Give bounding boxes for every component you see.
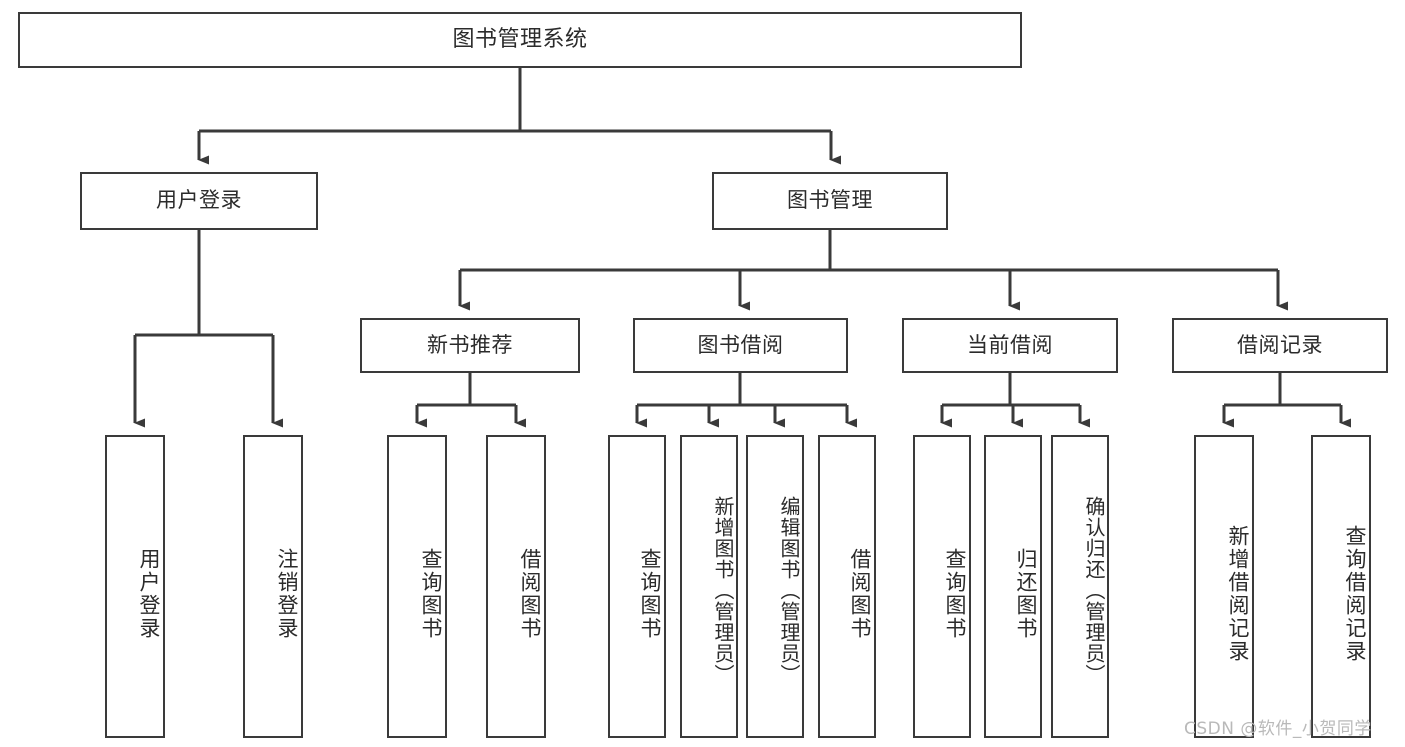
node-leaf-edit-book[interactable]: 编辑图书（管理员） — [746, 435, 804, 738]
node-leaf-query-borrow-record[interactable]: 查询借阅记录 — [1311, 435, 1371, 738]
node-leaf-user-login[interactable]: 用户登录 — [105, 435, 165, 738]
node-book-borrow[interactable]: 图书借阅 — [633, 318, 848, 373]
node-leaf-confirm-return[interactable]: 确认归还（管理员） — [1051, 435, 1109, 738]
node-book-management[interactable]: 图书管理 — [712, 172, 948, 230]
node-leaf-query-book-1[interactable]: 查询图书 — [387, 435, 447, 738]
node-label: 当前借阅 — [967, 332, 1053, 357]
node-label: 图书管理系统 — [452, 26, 588, 52]
csdn-watermark: CSDN @软件_小贺同学 — [1184, 719, 1372, 739]
node-leaf-add-borrow-record[interactable]: 新增借阅记录 — [1194, 435, 1254, 738]
node-label: 新书推荐 — [427, 332, 513, 357]
node-leaf-add-book[interactable]: 新增图书（管理员） — [680, 435, 738, 738]
node-leaf-query-book-3[interactable]: 查询图书 — [913, 435, 971, 738]
node-label: 图书借阅 — [697, 332, 784, 357]
node-leaf-query-book-2[interactable]: 查询图书 — [608, 435, 666, 738]
node-new-book-recommend[interactable]: 新书推荐 — [360, 318, 580, 373]
node-user-login[interactable]: 用户登录 — [80, 172, 318, 230]
node-root-system[interactable]: 图书管理系统 — [18, 12, 1022, 68]
node-label: 图书管理 — [787, 188, 873, 213]
node-label: 借阅记录 — [1237, 332, 1323, 357]
node-leaf-borrow-book-1[interactable]: 借阅图书 — [486, 435, 546, 738]
node-current-borrow[interactable]: 当前借阅 — [902, 318, 1118, 373]
node-leaf-return-book[interactable]: 归还图书 — [984, 435, 1042, 738]
node-label: 用户登录 — [156, 188, 242, 213]
node-borrow-record[interactable]: 借阅记录 — [1172, 318, 1388, 373]
node-leaf-logout-login[interactable]: 注销登录 — [243, 435, 303, 738]
node-leaf-borrow-book-2[interactable]: 借阅图书 — [818, 435, 876, 738]
